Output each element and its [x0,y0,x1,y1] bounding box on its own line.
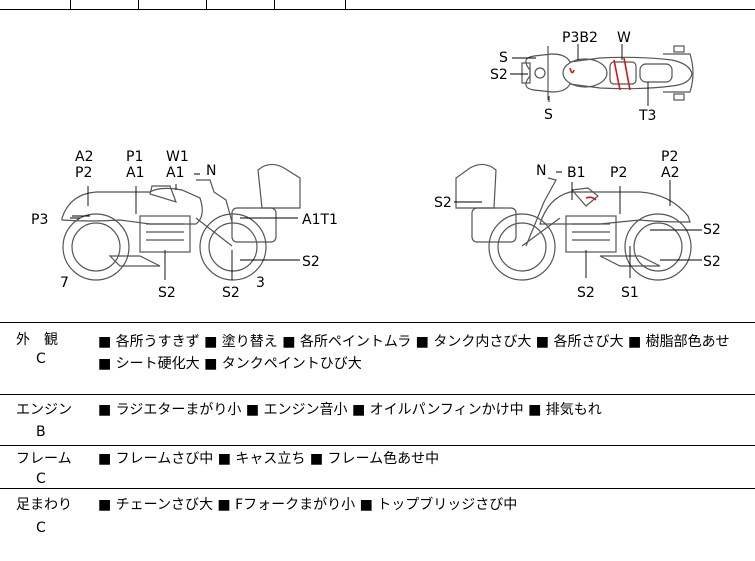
label-top-t3: T3 [639,108,657,124]
condition-row-suspension: 足まわり C ■ チェーンさび大 ■ Fフォークまがり小 ■ トップブリッジさび… [0,489,755,561]
table-cell-divider [274,0,275,9]
label-right-p2-b: P2 [661,149,679,165]
top-table-strip [0,0,755,10]
row-item-line: ■ ラジエターまがり小 ■ エンジン音小 ■ オイルパンフィンかけ中 ■ 排気も… [98,402,602,418]
label-right-s1: S1 [621,285,639,301]
damage-mark [585,196,597,201]
label-left-w1: W1 [166,149,189,165]
row-items: ■ フレームさび中 ■ キャス立ち ■ フレーム色あせ中 [98,448,743,470]
row-title: エンジン [16,402,72,418]
label-right-p2: P2 [610,165,628,181]
condition-row-engine: エンジン B ■ ラジエターまがり小 ■ エンジン音小 ■ オイルパンフィンかけ… [0,395,755,446]
row-grade: C [36,471,46,487]
label-top-s-bottom: S [544,107,553,123]
label-left-a1t1: A1T1 [302,212,338,228]
table-cell-divider [138,0,139,9]
damage-marks [569,57,631,201]
damage-mark [613,59,621,91]
damage-mark [569,67,575,74]
label-left-p1: P1 [126,149,144,165]
row-item-line: ■ フレームさび中 ■ キャス立ち ■ フレーム色あせ中 [98,451,440,467]
label-top-s: S [499,50,508,66]
label-left-a1-b: A1 [166,165,185,181]
top-view-motorcycle [521,45,694,101]
label-right-s2-c: S2 [577,285,595,301]
label-left-s2-b: S2 [222,285,240,301]
row-grade: C [36,520,46,536]
row-item-line: ■ シート硬化大 ■ タンクペイントひび大 [98,356,362,372]
row-title: 外 観 [16,332,58,348]
label-top-s2: S2 [490,67,508,83]
left-side-motorcycle [61,163,301,281]
label-left-p3: P3 [31,212,49,228]
damage-diagram-panel: S S2 S P3B2 W T3 A2 P2 P1 A1 W1 A1 N P3 … [0,10,755,323]
row-item-line: ■ 各所うすきず ■ 塗り替え ■ 各所ペイントムラ ■ タンク内さび大 ■ 各… [98,334,730,350]
label-left-s2-right: S2 [302,254,320,270]
motorcycle-diagrams [61,44,702,281]
row-items: ■ ラジエターまがり小 ■ エンジン音小 ■ オイルパンフィンかけ中 ■ 排気も… [98,399,743,421]
label-left-n: N [206,163,217,179]
label-left-7: 7 [60,275,69,291]
label-top-p3b2: P3B2 [562,30,598,46]
label-right-a2: A2 [661,165,680,181]
label-right-b1: B1 [567,165,586,181]
leader-lines [70,44,702,280]
label-right-n: N [536,163,547,179]
label-right-s2-b: S2 [703,254,721,270]
row-items: ■ 各所うすきず ■ 塗り替え ■ 各所ペイントムラ ■ タンク内さび大 ■ 各… [98,331,743,375]
label-left-p2: P2 [75,165,93,181]
row-title: 足まわり [16,497,72,513]
label-left-3: 3 [256,275,265,291]
label-left-a2: A2 [75,149,94,165]
row-item-line: ■ チェーンさび大 ■ Fフォークまがり小 ■ トップブリッジさび中 [98,497,518,513]
table-cell-divider [70,0,71,9]
condition-row-exterior: 外 観 C ■ 各所うすきず ■ 塗り替え ■ 各所ペイントムラ ■ タンク内さ… [0,323,755,395]
table-cell-divider [345,0,346,9]
label-right-s2-left: S2 [434,195,452,211]
condition-row-frame: フレーム C ■ フレームさび中 ■ キャス立ち ■ フレーム色あせ中 [0,446,755,489]
row-grade: C [36,351,46,367]
label-right-s2-a: S2 [703,222,721,238]
table-cell-divider [206,0,207,9]
row-grade: B [36,424,46,440]
right-side-motorcycle [455,163,692,281]
label-left-a1: A1 [126,165,145,181]
damage-mark [623,57,631,91]
row-items: ■ チェーンさび大 ■ Fフォークまがり小 ■ トップブリッジさび中 [98,494,743,516]
row-title: フレーム [16,451,72,467]
label-top-w: W [617,30,631,46]
label-left-s2-a: S2 [158,285,176,301]
